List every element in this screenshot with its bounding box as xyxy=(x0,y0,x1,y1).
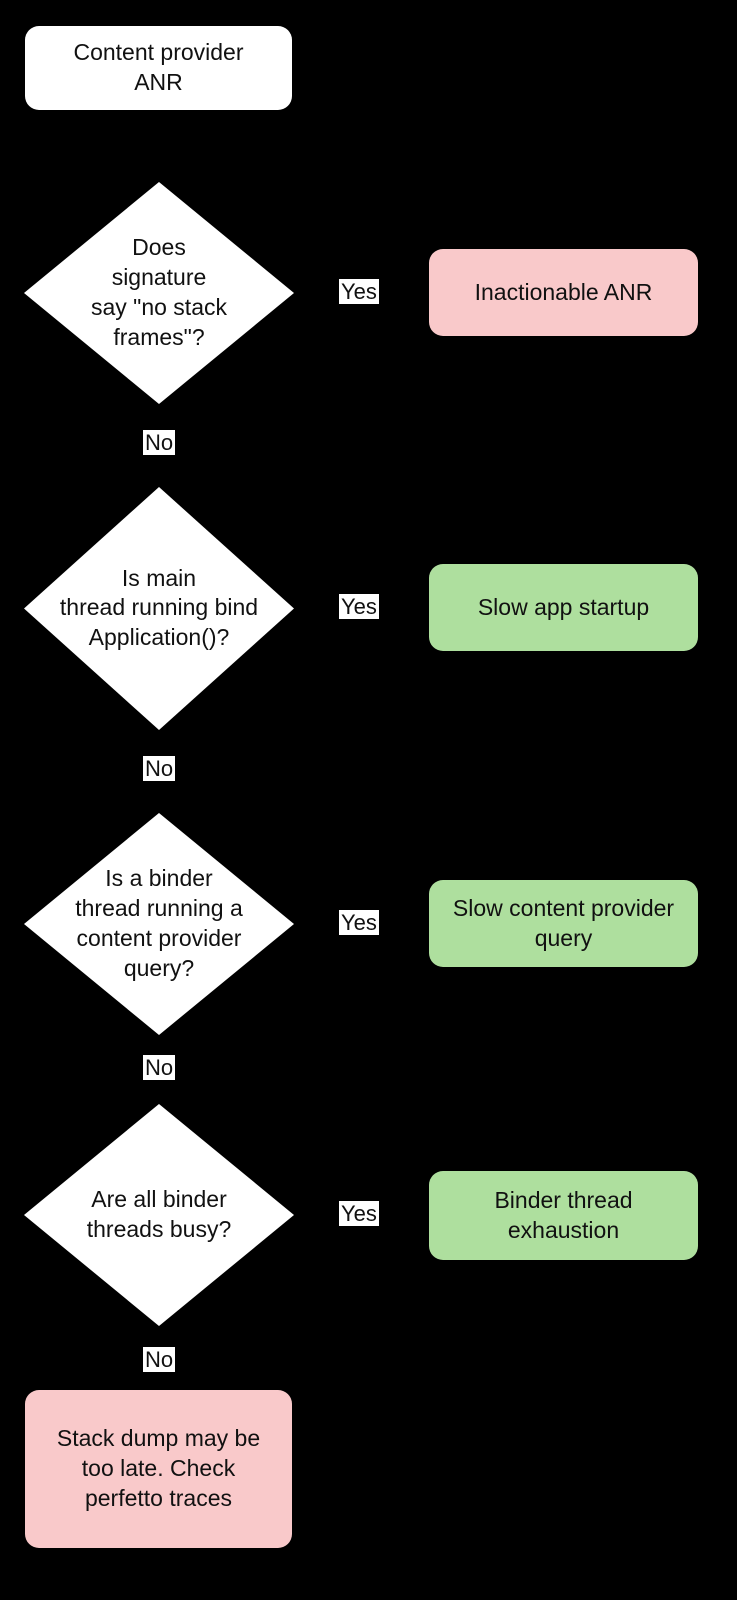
node-result-binder-thread-exhaustion[interactable]: Binder thread exhaustion xyxy=(429,1171,698,1260)
diamond-shape-icon xyxy=(24,813,294,1035)
edge-label-decision-3-yes: Yes xyxy=(339,910,379,936)
arrowhead-start-to-decision-1 xyxy=(149,168,167,180)
node-result-slow-app-startup[interactable]: Slow app startup xyxy=(429,564,698,651)
node-result-inactionable-anr-label: Inactionable ANR xyxy=(474,278,653,305)
edge-label-decision-1-no: No xyxy=(143,430,176,456)
diamond-shape-icon xyxy=(24,182,294,404)
node-start-content-provider-anr[interactable]: Content provider ANR xyxy=(25,26,292,110)
arrowhead-decision-2-no xyxy=(149,799,167,811)
node-decision-bind-application[interactable]: Is main thread running bind Application(… xyxy=(24,487,294,730)
connector-start-to-decision-1 xyxy=(157,110,160,170)
arrowhead-decision-4-yes xyxy=(418,1206,430,1224)
arrowhead-decision-2-yes xyxy=(418,599,430,617)
node-result-stack-dump-too-late[interactable]: Stack dump may be too late. Check perfet… xyxy=(25,1390,292,1548)
node-start-label: Content provider ANR xyxy=(73,39,244,95)
arrowhead-decision-3-yes xyxy=(418,915,430,933)
node-result-slow-content-provider-query-label: Slow content provider query xyxy=(452,894,675,951)
node-result-slow-app-startup-label: Slow app startup xyxy=(477,593,650,620)
node-result-inactionable-anr[interactable]: Inactionable ANR xyxy=(429,249,698,336)
arrowhead-decision-4-no xyxy=(149,1379,167,1391)
node-decision-provider-query[interactable]: Is a binder thread running a content pro… xyxy=(24,813,294,1035)
node-result-binder-thread-exhaustion-label: Binder thread exhaustion xyxy=(494,1186,633,1243)
edge-label-decision-4-yes: Yes xyxy=(339,1201,379,1227)
arrowhead-decision-1-yes xyxy=(418,284,430,302)
diamond-shape-icon xyxy=(24,1104,294,1326)
node-result-stack-dump-too-late-label: Stack dump may be too late. Check perfet… xyxy=(56,1425,261,1511)
node-decision-no-stack-frames[interactable]: Does signature say "no stack frames"? xyxy=(24,182,294,404)
node-result-slow-content-provider-query[interactable]: Slow content provider query xyxy=(429,880,698,967)
edge-label-decision-1-yes: Yes xyxy=(339,279,379,305)
arrowhead-decision-1-no xyxy=(149,473,167,485)
edge-label-decision-4-no: No xyxy=(143,1347,176,1373)
edge-label-decision-2-no: No xyxy=(143,756,176,782)
edge-label-decision-3-no: No xyxy=(143,1055,176,1081)
edge-label-decision-2-yes: Yes xyxy=(339,594,379,620)
node-decision-binder-threads-busy[interactable]: Are all binder threads busy? xyxy=(24,1104,294,1326)
diamond-shape-icon xyxy=(24,487,294,730)
